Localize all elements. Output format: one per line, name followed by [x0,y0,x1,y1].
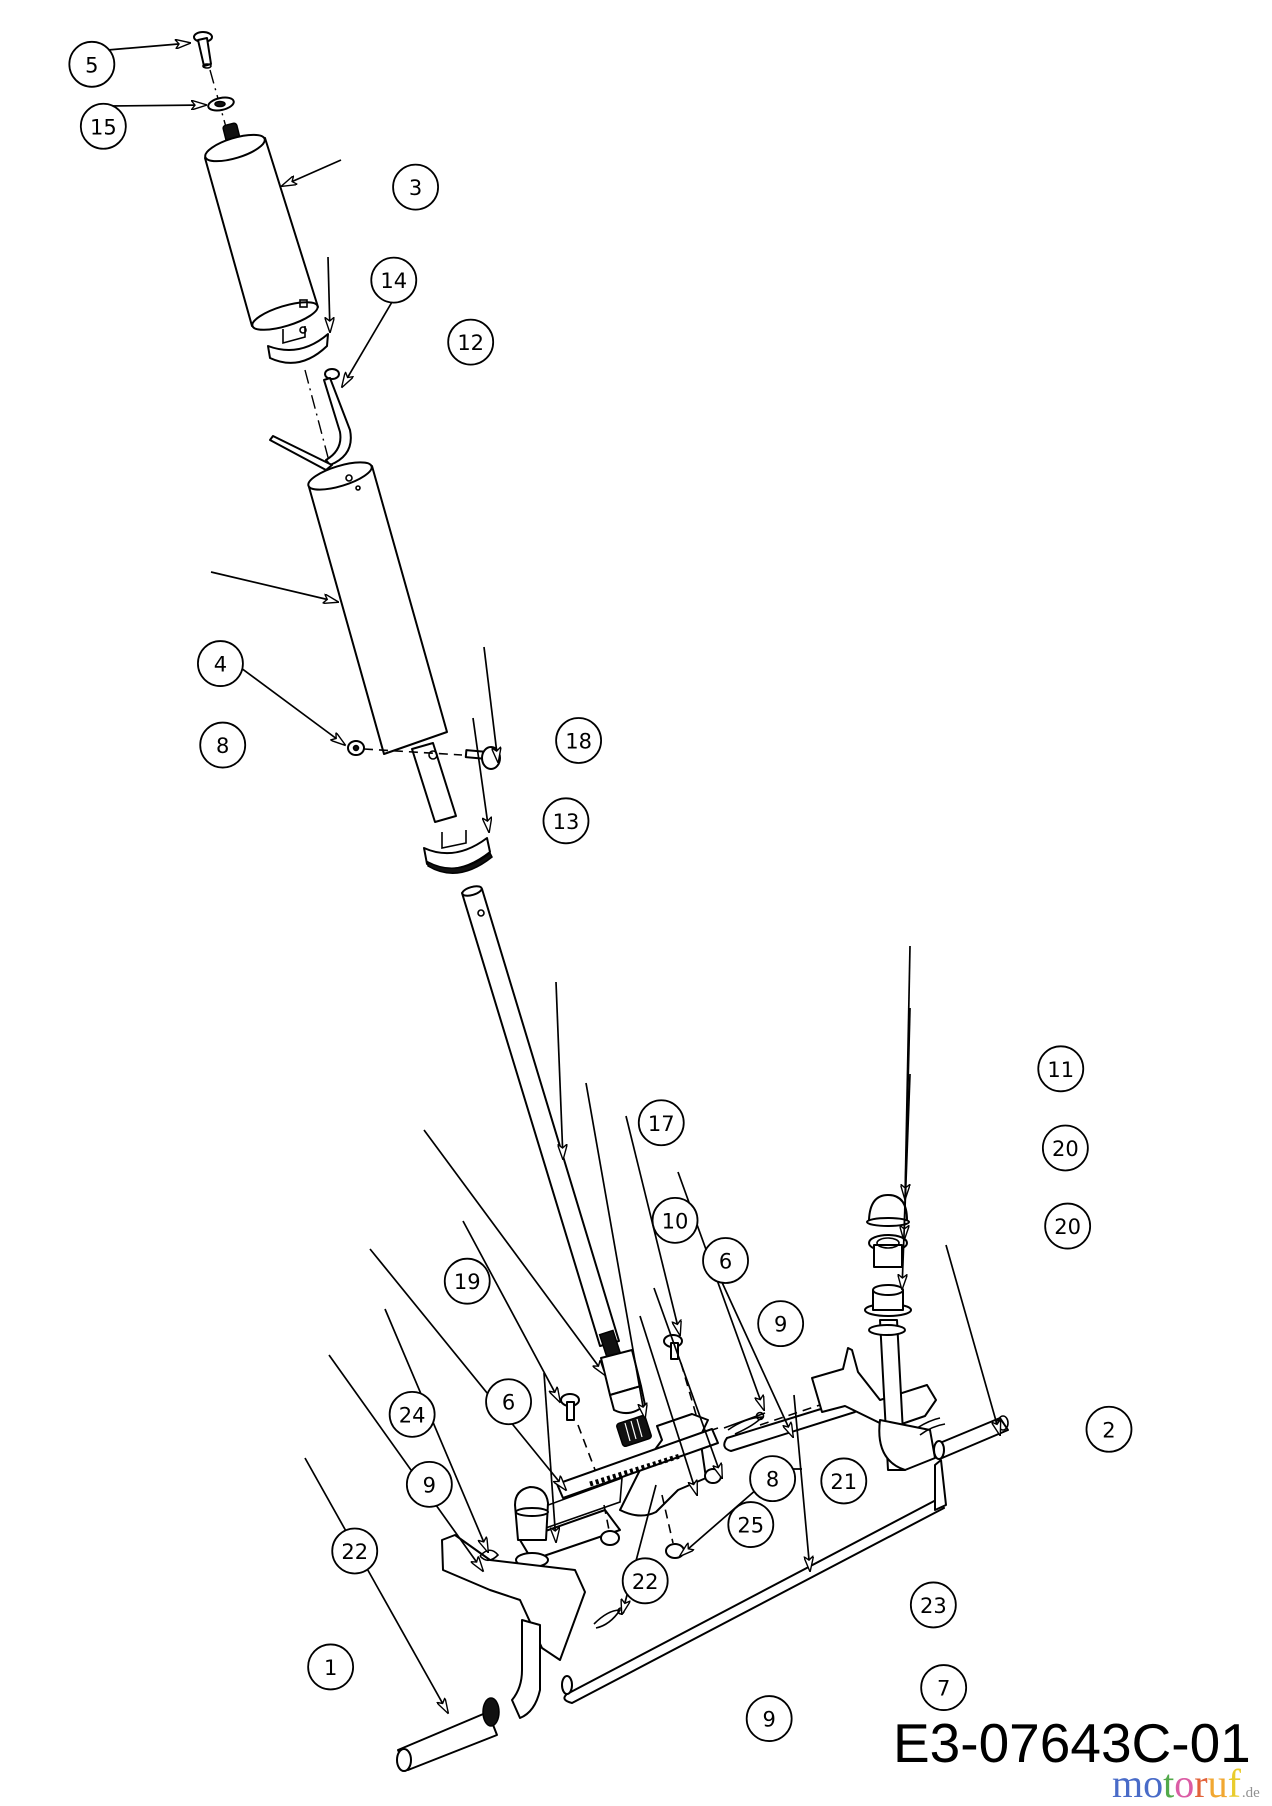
callout-5: 5 [68,40,116,88]
callout-7: 7 [920,1664,968,1711]
svg-text:8: 8 [766,1468,779,1492]
svg-text:13: 13 [553,810,580,834]
svg-text:18: 18 [565,729,592,753]
callout-20: 20 [1044,1202,1092,1250]
svg-text:8: 8 [216,734,229,758]
callout-22: 22 [331,1527,379,1575]
svg-text:10: 10 [662,1209,689,1233]
part-5-hex-bolt [193,31,213,69]
part-3-upper-tube [204,122,319,331]
callout-6: 6 [702,1237,749,1284]
part-8-lock-nut-upper [347,740,365,756]
callout-11: 11 [1037,1045,1085,1093]
watermark-tld: .de [1241,1785,1260,1801]
part-13-lower-clip [423,830,493,874]
svg-text:22: 22 [341,1540,368,1564]
callout-10: 10 [651,1196,699,1244]
callout-23: 23 [909,1581,957,1629]
watermark-letter: u [1207,1761,1228,1806]
watermark-letter: o [1174,1761,1195,1806]
callout-9: 9 [745,1695,793,1742]
part-6-carriage-bolt-left [560,1393,580,1421]
svg-text:17: 17 [648,1112,675,1136]
callout-9: 9 [757,1300,805,1348]
callout-13: 13 [542,797,590,845]
svg-text:4: 4 [214,653,227,677]
svg-text:23: 23 [920,1594,947,1618]
part-11-cap [866,1194,910,1227]
svg-text:25: 25 [737,1514,764,1538]
callout-1: 1 [307,1643,355,1691]
callout-3: 3 [392,163,439,211]
part-20-bushing-lower [864,1284,912,1336]
svg-text:6: 6 [719,1250,732,1274]
callout-18: 18 [555,717,602,764]
svg-text:21: 21 [830,1470,857,1494]
callout-17: 17 [637,1099,685,1147]
svg-text:3: 3 [409,176,422,200]
watermark-letter: f [1227,1761,1241,1806]
callout-2: 2 [1085,1405,1133,1453]
part-23-tie-rod [561,1459,947,1704]
svg-text:24: 24 [399,1403,426,1427]
part-12-spring-clip [269,368,352,471]
svg-text:9: 9 [762,1708,775,1732]
part-10-pinion [616,1414,652,1448]
svg-text:12: 12 [457,331,484,355]
watermark-logo: motoruf.de [1112,1764,1260,1804]
svg-text:19: 19 [454,1270,481,1294]
callout-22: 22 [621,1557,669,1605]
drawing-number: E3-07643C-01 [893,1712,1251,1774]
svg-text:20: 20 [1052,1137,1079,1161]
svg-text:22: 22 [632,1570,659,1594]
callout-8: 8 [199,721,247,769]
callout-20: 20 [1041,1124,1089,1172]
svg-text:11: 11 [1047,1058,1074,1082]
callout-9: 9 [405,1460,453,1508]
callout-4: 4 [197,640,244,687]
part-4-lower-tube [307,461,457,823]
svg-text:14: 14 [380,269,407,293]
part-17-steering-shaft [461,885,620,1347]
svg-text:20: 20 [1054,1215,1081,1239]
callout-14: 14 [370,256,418,304]
callout-12: 12 [447,318,495,366]
part-15-washer [207,96,235,112]
leader-lines [95,43,1000,1713]
svg-text:7: 7 [937,1677,950,1701]
watermark-letter: o [1143,1761,1164,1806]
part-9-hairpin-lower [593,1607,625,1629]
part-19-coupler [598,1329,646,1415]
callout-21: 21 [820,1457,868,1505]
svg-text:2: 2 [1102,1418,1115,1442]
watermark-letter: m [1112,1761,1144,1806]
part-8-lock-nut-lower [704,1468,722,1484]
part-14-upper-clip [267,326,329,364]
svg-text:9: 9 [423,1473,436,1497]
part-22-bushing-left [514,1486,549,1568]
callout-6: 6 [485,1378,532,1426]
part-1-left-spindle [396,1534,586,1772]
callout-8: 8 [749,1455,797,1503]
watermark-letter: t [1163,1761,1175,1806]
svg-text:5: 5 [85,53,98,77]
callout-19: 19 [443,1257,491,1305]
svg-text:9: 9 [774,1313,787,1337]
watermark-letter: r [1194,1761,1208,1806]
svg-text:6: 6 [502,1391,515,1415]
svg-text:1: 1 [324,1656,337,1680]
svg-text:15: 15 [90,115,117,139]
part-18-bolt [464,746,501,770]
callout-24: 24 [388,1390,436,1438]
callout-25: 25 [727,1501,775,1548]
callout-15: 15 [79,102,127,150]
part-20-bushing-upper [868,1234,908,1268]
part-2-right-spindle [811,1319,1009,1471]
